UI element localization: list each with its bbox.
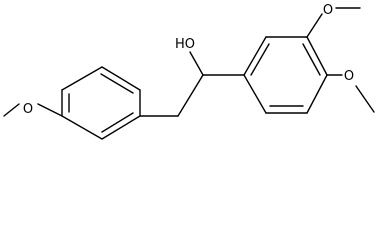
- left-methoxy-ring-bond: [37, 103, 63, 117]
- left-methoxy-methyl-bond: [3, 103, 20, 117]
- left-methoxy-oxygen-label: O: [23, 102, 33, 117]
- right-methoxy-methyl-bond: [355, 85, 375, 113]
- left-ring-bond-1: [61, 66, 103, 91]
- left-ring-double-bond-1: [100, 73, 134, 94]
- right-methoxy-group: O: [326, 69, 375, 113]
- left-ring-double-bond-2: [101, 112, 134, 133]
- left-ring-bond-5: [61, 115, 103, 140]
- left-ring-bond-4: [101, 115, 141, 140]
- ethanol-linker: HO: [139, 37, 245, 117]
- right-benzene-ring: [243, 36, 328, 114]
- right-ring-bond-4: [306, 74, 328, 114]
- right-ring-double-bond-1: [250, 43, 270, 76]
- right-ring-double-bond-2: [302, 43, 321, 76]
- top-methoxy-oxygen-label: O: [323, 3, 333, 18]
- left-benzene-ring: [61, 66, 141, 140]
- top-right-methoxy-group: O: [306, 3, 361, 38]
- left-ring-bond-2: [101, 66, 141, 91]
- left-methoxy-group: O: [3, 102, 63, 117]
- chemical-structure-diagram: O HO O O: [3, 3, 375, 140]
- linker-bond: [177, 74, 204, 117]
- top-methoxy-ring-bond: [306, 13, 323, 38]
- right-ring-bond-3: [306, 36, 328, 76]
- right-ring-bond-1: [243, 36, 267, 76]
- hydroxyl-bond: [189, 51, 204, 76]
- hydroxyl-label: HO: [175, 37, 195, 52]
- right-ring-bond-6: [243, 74, 267, 114]
- right-methoxy-oxygen-label: O: [344, 69, 354, 84]
